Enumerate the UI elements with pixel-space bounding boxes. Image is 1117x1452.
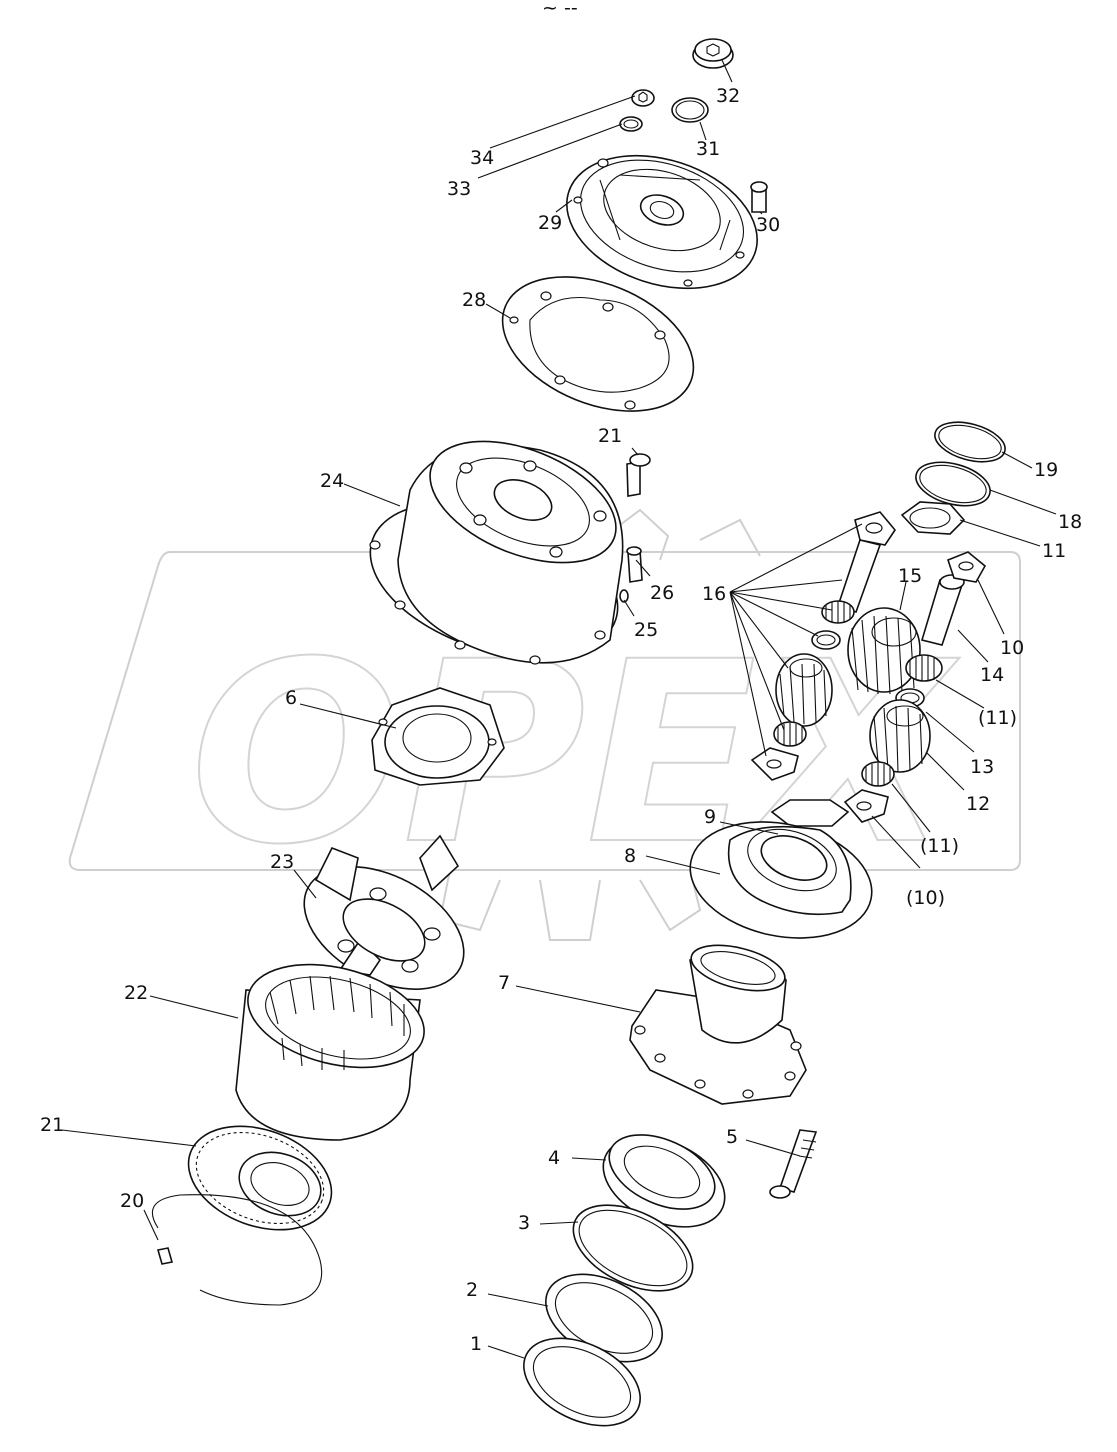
callout-9: 9 xyxy=(704,806,716,828)
bolt-part-30 xyxy=(750,181,768,213)
ring-gear-part-22 xyxy=(235,963,425,1141)
pin-part-25 xyxy=(619,589,629,603)
o-ring-part-31 xyxy=(671,97,709,123)
needle-bearing-part-16a xyxy=(821,600,855,624)
callout-11-mid: (11) xyxy=(978,707,1017,729)
callout-19: 19 xyxy=(1034,459,1058,481)
callout-16: 16 xyxy=(702,583,726,605)
thrust-plate-part-16 xyxy=(750,747,799,781)
needle-bearing-part-16b xyxy=(773,721,807,747)
callout-labels: 32 31 34 33 29 30 28 21 24 19 18 11 16 1… xyxy=(40,85,1082,1355)
callout-28: 28 xyxy=(462,289,486,311)
callout-15: 15 xyxy=(898,565,922,587)
callout-29: 29 xyxy=(538,212,562,234)
plate-part-6 xyxy=(371,687,505,786)
gear-part-15 xyxy=(847,607,921,695)
callout-34: 34 xyxy=(470,147,494,169)
bearing-part-4 xyxy=(602,1134,726,1228)
callout-6: 6 xyxy=(285,687,297,709)
thrust-plate-part-10-low xyxy=(843,789,889,823)
callout-33: 33 xyxy=(447,178,471,200)
callout-32: 32 xyxy=(716,85,740,107)
thrust-washer-part-10 xyxy=(947,551,987,583)
callout-11-top: 11 xyxy=(1042,540,1066,562)
callout-22: 22 xyxy=(124,982,148,1004)
snap-ring-part-19 xyxy=(934,421,1006,463)
snap-ring-part-20 xyxy=(152,1194,323,1306)
seal-part-1 xyxy=(523,1337,641,1427)
hub-part-7 xyxy=(629,944,807,1105)
callout-26: 26 xyxy=(650,582,674,604)
callout-10-low: (10) xyxy=(906,887,945,909)
bearing-part-8 xyxy=(689,821,873,939)
gasket-part-28 xyxy=(501,276,695,412)
callout-25: 25 xyxy=(634,619,658,641)
planet-gear-part-12 xyxy=(869,699,931,773)
callout-24: 24 xyxy=(320,470,344,492)
spacer-ring-part-16 xyxy=(811,630,841,650)
stud-bolt-part-5 xyxy=(769,1129,818,1199)
callout-5: 5 xyxy=(726,1126,738,1148)
cover-part-29 xyxy=(566,154,758,290)
gear-part-21-lower xyxy=(187,1125,333,1231)
planet-carrier-part-23 xyxy=(303,834,465,990)
leader-lines xyxy=(61,59,1057,1359)
callout-21-upper: 21 xyxy=(598,425,622,447)
seal-part-18 xyxy=(915,461,991,507)
plug-part-32 xyxy=(692,38,734,69)
needle-bearing-part-11-mid xyxy=(905,654,943,682)
needle-bearing-part-11-low xyxy=(861,761,895,787)
washer-part-33 xyxy=(619,116,643,132)
callout-20: 20 xyxy=(120,1190,144,1212)
shim-part-3 xyxy=(572,1204,694,1292)
callout-23: 23 xyxy=(270,851,294,873)
dowel-part-26 xyxy=(626,546,643,583)
housing-part-24 xyxy=(369,440,624,665)
callout-7: 7 xyxy=(498,972,510,994)
callout-30: 30 xyxy=(756,214,780,236)
planet-gear-part-16 xyxy=(775,653,833,727)
callout-12: 12 xyxy=(966,793,990,815)
callout-8: 8 xyxy=(624,845,636,867)
planet-shaft-part-16 xyxy=(836,511,896,614)
callout-14: 14 xyxy=(980,664,1004,686)
callout-3: 3 xyxy=(518,1212,530,1234)
callout-1: 1 xyxy=(470,1333,482,1355)
bolt-part-21-upper xyxy=(626,453,651,497)
top-mark: ~ -- xyxy=(542,0,578,19)
callout-18: 18 xyxy=(1058,511,1082,533)
plug-part-34 xyxy=(631,89,655,107)
callout-4: 4 xyxy=(548,1147,560,1169)
callout-10-top: 10 xyxy=(1000,637,1024,659)
callout-11-low: (11) xyxy=(920,835,959,857)
callout-31: 31 xyxy=(696,138,720,160)
callout-13: 13 xyxy=(970,756,994,778)
washer-part-11-top xyxy=(900,501,966,535)
callout-2: 2 xyxy=(466,1279,478,1301)
callout-21-lower: 21 xyxy=(40,1114,64,1136)
